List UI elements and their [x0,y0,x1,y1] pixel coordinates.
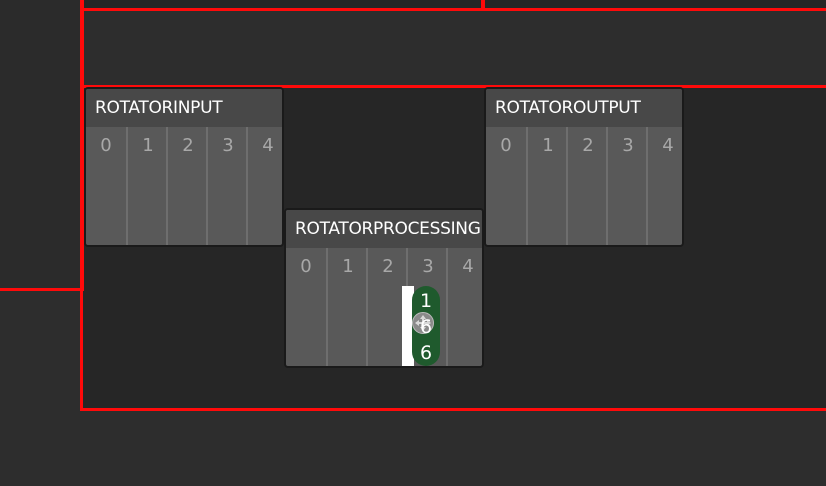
node-title: ROTATOROUTPUT [495,98,641,118]
lane-label: 4 [662,135,674,156]
selection-outline [0,288,84,291]
lane-1[interactable]: 1 [526,127,568,245]
node-header[interactable]: ROTATORINPUT [86,89,282,127]
selection-outline [80,86,83,410]
lane-label: 2 [582,135,594,156]
lane-3[interactable]: 3 [606,127,648,245]
lane-0[interactable]: 0 [86,127,126,245]
node-header[interactable]: ROTATOROUTPUT [486,89,682,127]
selection-outline [481,0,485,10]
lane-4[interactable]: 4 [646,127,682,245]
lane-label: 3 [622,135,634,156]
move-icon[interactable] [412,312,434,334]
node-rotator-output[interactable]: ROTATOROUTPUT 0 1 2 3 4 [484,87,684,247]
lane-2[interactable]: 2 [366,248,408,366]
lane-label: 1 [342,256,354,277]
lane-3[interactable]: 3 [206,127,248,245]
canvas-region-left [0,0,84,290]
lane-label: 0 [500,135,512,156]
lane-label: 3 [422,256,434,277]
token-indicator-bar [402,286,414,366]
canvas-region-top [84,10,826,88]
lane-0[interactable]: 0 [286,248,326,366]
lane-2[interactable]: 2 [166,127,208,245]
node-header[interactable]: ROTATORPROCESSING [286,210,482,248]
lane-2[interactable]: 2 [566,127,608,245]
selection-outline [84,8,826,11]
canvas-region-bottom [0,410,826,486]
lane-label: 4 [462,256,474,277]
node-title: ROTATORINPUT [95,98,223,118]
lane-1[interactable]: 1 [326,248,368,366]
lane-0[interactable]: 0 [486,127,526,245]
lane-4[interactable]: 4 [446,248,482,366]
selection-outline [80,85,826,88]
lane-label: 3 [222,135,234,156]
token-value: 1 6 6 [419,290,433,364]
lane-label: 1 [542,135,554,156]
lane-label: 2 [382,256,394,277]
node-rotator-processing[interactable]: ROTATORPROCESSING 0 1 2 3 4 1 6 6 [284,208,484,368]
value-token[interactable]: 1 6 6 [402,286,440,366]
lane-1[interactable]: 1 [126,127,168,245]
lane-label: 0 [100,135,112,156]
node-rotator-input[interactable]: ROTATORINPUT 0 1 2 3 4 [84,87,284,247]
lane-label: 1 [142,135,154,156]
selection-outline [80,408,826,411]
lane-4[interactable]: 4 [246,127,282,245]
canvas-region-bottom-left [0,290,82,410]
lane-label: 0 [300,256,312,277]
node-title: ROTATORPROCESSING [295,219,481,239]
lane-label: 4 [262,135,274,156]
lane-label: 2 [182,135,194,156]
